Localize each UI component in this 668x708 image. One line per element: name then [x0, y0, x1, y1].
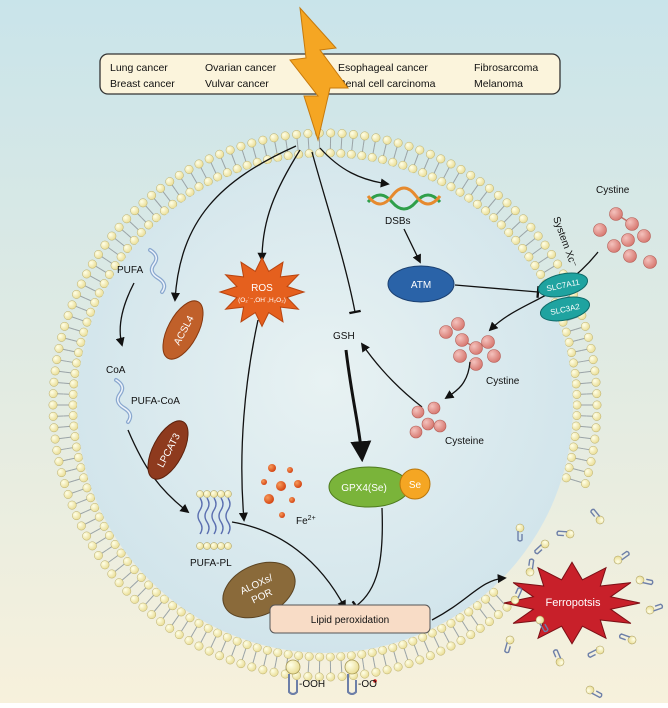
- se-label: Se: [409, 480, 422, 491]
- ros-species-label: (O₂˙⁻,OH˙,H₂O₂): [238, 296, 286, 304]
- atm-label: ATM: [411, 280, 431, 291]
- pufa-coa-label: PUFA-CoA: [131, 396, 180, 407]
- ros-label: ROS: [251, 283, 273, 294]
- oo-label: -OO: [358, 679, 377, 690]
- cancer-vulvar: Vulvar cancer: [205, 78, 269, 90]
- cancer-breast: Breast cancer: [110, 78, 175, 90]
- gpx4-label: GPX4(Se): [341, 483, 387, 494]
- lipid-peroxidation-label: Lipid peroxidation: [311, 615, 389, 626]
- pufa-pl-label: PUFA-PL: [190, 558, 232, 569]
- cancer-lung: Lung cancer: [110, 62, 168, 74]
- cysteine-label: Cysteine: [445, 436, 484, 447]
- cystine-outside-label: Cystine: [596, 185, 630, 196]
- ferroptosis-label: Ferropotsis: [545, 597, 601, 609]
- cancer-renal: Renal cell carcinoma: [338, 78, 436, 90]
- gsh-label: GSH: [333, 331, 355, 342]
- cancer-fibrosarcoma: Fibrosarcoma: [474, 62, 538, 74]
- cancer-ovarian: Ovarian cancer: [205, 62, 277, 74]
- cancer-esophageal: Esophageal cancer: [338, 62, 428, 74]
- coa-label: CoA: [106, 365, 126, 376]
- cystine-inside-label: Cystine: [486, 376, 520, 387]
- dsbs-label: DSBs: [385, 216, 411, 227]
- cancer-melanoma: Melanoma: [474, 78, 523, 90]
- ooh-label: -OOH: [299, 679, 325, 690]
- pufa-label: PUFA: [117, 265, 143, 276]
